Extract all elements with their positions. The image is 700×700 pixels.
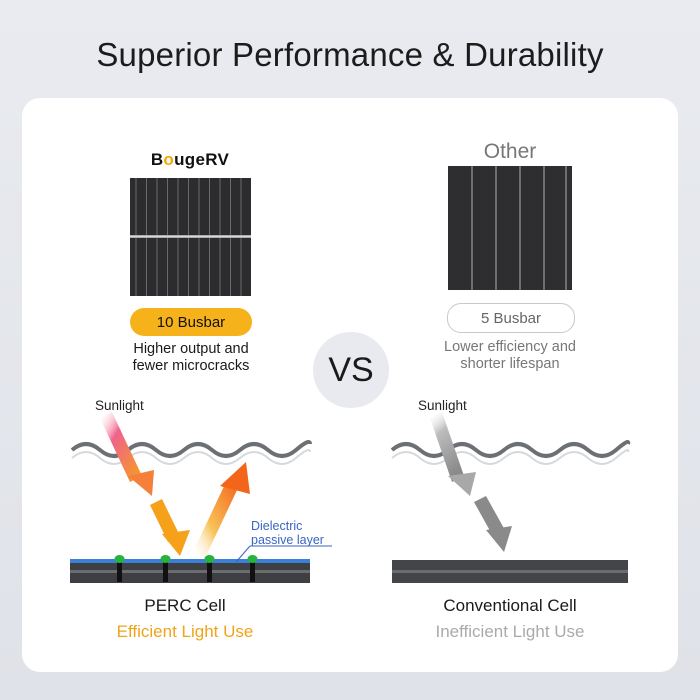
bougerv-description: Higher output and fewer microcracks — [132, 341, 250, 374]
perc-reflected-light-arrow — [193, 462, 250, 558]
perc-contacts — [114, 555, 258, 582]
vs-badge: VS — [313, 332, 389, 408]
dielectric-layer-label: Dielectric passive layer — [251, 519, 324, 547]
perc-sunlight-label: Sunlight — [95, 398, 144, 413]
other-label: Other — [483, 140, 537, 163]
conventional-cell-layers — [392, 560, 628, 583]
other-description: Lower efficiency and shorter lifespan — [444, 339, 576, 372]
other-busbar-badge: 5 Busbar — [447, 303, 575, 333]
page-title: Superior Performance & Durability — [96, 36, 604, 73]
perc-cell-title: PERC Cell — [144, 596, 226, 615]
conventional-cell-title: Conventional Cell — [443, 596, 577, 615]
conventional-sunlight-label: Sunlight — [418, 398, 467, 413]
conventional-light-arrow — [430, 412, 512, 552]
bougerv-busbar-badge: 10 Busbar — [130, 308, 252, 336]
right-glass-wave — [390, 440, 631, 465]
left-glass-wave — [70, 440, 312, 465]
bougerv-logo: BougeRV — [150, 150, 230, 169]
sun-logo-icon: o — [163, 150, 175, 169]
other-panel — [448, 166, 572, 290]
perc-cell-layers — [70, 545, 332, 583]
perc-incoming-light-arrow — [100, 412, 190, 556]
conventional-cell-subtitle: Inefficient Light Use — [435, 622, 585, 641]
bougerv-panel — [130, 178, 251, 296]
perc-cell-subtitle: Efficient Light Use — [116, 622, 254, 641]
